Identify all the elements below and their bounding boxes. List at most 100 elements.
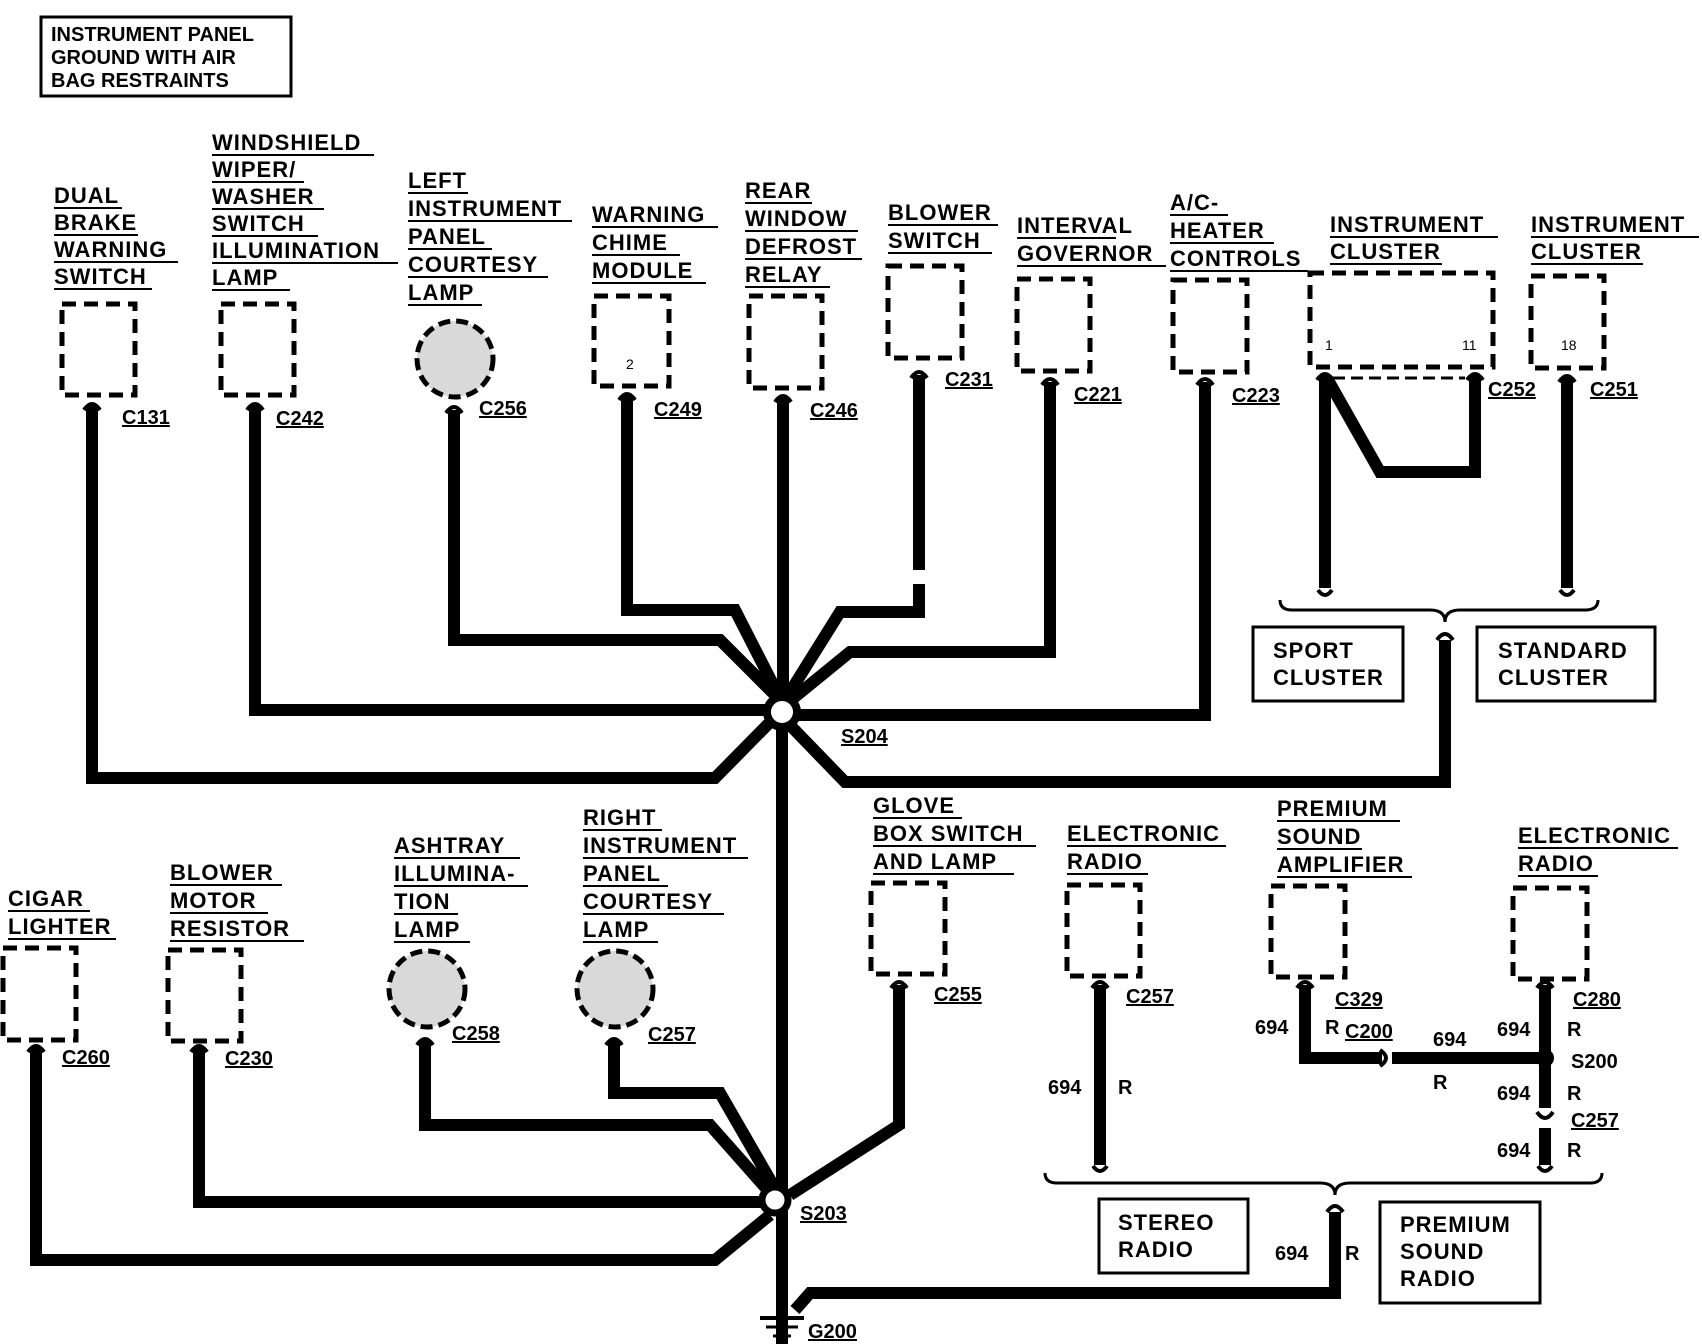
rear-defrost-relay-box bbox=[746, 293, 825, 391]
wire-c231-lower bbox=[779, 584, 925, 704]
wire-c260 bbox=[30, 1048, 774, 1266]
radio2-label-2: RADIO bbox=[1518, 851, 1594, 876]
premium-radio-box bbox=[1378, 1200, 1542, 1305]
premium-radio-label-1: PREMIUM bbox=[1400, 1212, 1511, 1237]
stereo-radio-box bbox=[1097, 1197, 1250, 1275]
sport-cluster-label-2: CLUSTER bbox=[1273, 665, 1384, 690]
cluster-std-label-2: CLUSTER bbox=[1531, 239, 1642, 264]
c257c-fork-icon bbox=[1535, 1110, 1555, 1120]
windshield-label-5: ILLUMINATION bbox=[212, 238, 380, 263]
right-ip-lamp-label-4: COURTESY bbox=[583, 889, 713, 914]
windshield-label-3: WASHER bbox=[212, 184, 315, 209]
glove-label-2: BOX SWITCH bbox=[873, 821, 1024, 846]
connector-c255: C255 bbox=[934, 984, 982, 1006]
resistor-label-1: BLOWER bbox=[170, 860, 274, 885]
cluster-option-fork-icon bbox=[1435, 632, 1455, 642]
c223-fork-icon bbox=[1195, 377, 1215, 387]
dual-brake-label-1: DUAL bbox=[54, 183, 119, 208]
circuit-label-ground: 694 bbox=[1275, 1243, 1309, 1265]
connector-c251: C251 bbox=[1590, 379, 1638, 401]
c252-fork-a-icon bbox=[1315, 372, 1335, 382]
wire-cluster-option bbox=[780, 640, 1451, 788]
wire-c230 bbox=[193, 1048, 775, 1208]
ac-heater-controls-box bbox=[1170, 277, 1250, 375]
wire-c255 bbox=[786, 985, 905, 1201]
wire-c252-pin11 bbox=[1322, 375, 1481, 478]
c329-fork-icon bbox=[1295, 980, 1315, 990]
radio2-label-1: ELECTRONIC bbox=[1518, 823, 1671, 848]
connector-c257-premium: C257 bbox=[1571, 1110, 1619, 1132]
connector-c230: C230 bbox=[225, 1048, 273, 1070]
splice-s203-label: S203 bbox=[800, 1203, 847, 1225]
dual-brake-label-3: WARNING bbox=[54, 237, 167, 262]
wire-c223 bbox=[785, 382, 1211, 721]
cluster-std-label-1: INSTRUMENT bbox=[1531, 212, 1685, 237]
color-label-radio1: R bbox=[1118, 1077, 1133, 1099]
interval-label-1: INTERVAL bbox=[1017, 213, 1133, 238]
cigar-label-2: LIGHTER bbox=[8, 914, 112, 939]
cluster-sport-label-1: INSTRUMENT bbox=[1330, 212, 1484, 237]
instrument-cluster-sport-box bbox=[1307, 270, 1496, 370]
blower-switch-box bbox=[885, 263, 965, 361]
circuit-label-c257c: 694 bbox=[1497, 1140, 1531, 1162]
circuit-label-s200: 694 bbox=[1497, 1083, 1531, 1105]
left-ip-lamp-label-2: INSTRUMENT bbox=[408, 196, 562, 221]
splices: S204 S203 S200 bbox=[758, 693, 1618, 1225]
right-ip-lamp-label-5: LAMP bbox=[583, 917, 649, 942]
connector-forks bbox=[26, 370, 1577, 1214]
ashtray-label-1: ASHTRAY bbox=[394, 833, 505, 858]
premium-tail-icon bbox=[1536, 1164, 1554, 1173]
ashtray-label-2: ILLUMINA- bbox=[394, 861, 515, 886]
c249-fork-icon bbox=[617, 392, 637, 402]
sport-cluster-tail-icon bbox=[1316, 588, 1334, 597]
windshield-label-6: LAMP bbox=[212, 265, 278, 290]
premium-radio-label-2: SOUND bbox=[1400, 1239, 1484, 1264]
circuit-label-amp: 694 bbox=[1255, 1017, 1289, 1039]
color-label-s200: R bbox=[1567, 1083, 1582, 1105]
splice-s203-icon bbox=[758, 1183, 792, 1217]
wire-c256 bbox=[448, 410, 785, 705]
left-courtesy-lamp-icon bbox=[414, 318, 496, 400]
splice-s200-label: S200 bbox=[1571, 1051, 1618, 1073]
cluster-pin-a: 1 bbox=[1325, 337, 1333, 353]
wire-c221 bbox=[781, 382, 1056, 710]
ac-heater-label-3: CONTROLS bbox=[1170, 246, 1301, 271]
left-ip-lamp-label-1: LEFT bbox=[408, 168, 467, 193]
circuit-label-c280: 694 bbox=[1497, 1019, 1531, 1041]
amp-label-2: SOUND bbox=[1277, 824, 1361, 849]
ashtray-lamp-icon bbox=[386, 948, 468, 1030]
stereo-radio-label-1: STEREO bbox=[1118, 1210, 1214, 1235]
amp-label-3: AMPLIFIER bbox=[1277, 852, 1405, 877]
color-label-ground: R bbox=[1345, 1243, 1360, 1265]
dual-brake-label-2: BRAKE bbox=[54, 210, 137, 235]
ashtray-label-3: TION bbox=[394, 889, 451, 914]
connector-c258: C258 bbox=[452, 1023, 500, 1045]
radio1-label-1: ELECTRONIC bbox=[1067, 821, 1220, 846]
connector-c246: C246 bbox=[810, 400, 858, 422]
ac-heater-label-1: A/C- bbox=[1170, 190, 1219, 215]
stereo-radio-label-2: RADIO bbox=[1118, 1237, 1194, 1262]
defrost-label-2: WINDOW bbox=[745, 206, 848, 231]
ac-heater-label-2: HEATER bbox=[1170, 218, 1265, 243]
sport-cluster-box bbox=[1251, 625, 1405, 703]
standard-cluster-label-1: STANDARD bbox=[1498, 638, 1628, 663]
wire-c131 bbox=[86, 405, 785, 784]
title-line-3: BAG RESTRAINTS bbox=[51, 70, 229, 92]
resistor-label-3: RESISTOR bbox=[170, 916, 290, 941]
glove-label-3: AND LAMP bbox=[873, 849, 997, 874]
amp-label-1: PREMIUM bbox=[1277, 796, 1388, 821]
c230-fork-icon bbox=[189, 1044, 209, 1054]
connector-c256: C256 bbox=[479, 398, 527, 420]
cluster-std-pin: 18 bbox=[1561, 337, 1577, 353]
right-ip-lamp-label-3: PANEL bbox=[583, 861, 661, 886]
cigar-label-1: CIGAR bbox=[8, 886, 84, 911]
defrost-label-4: RELAY bbox=[745, 262, 823, 287]
color-label-amp: R bbox=[1325, 1017, 1340, 1039]
instrument-cluster-std-box bbox=[1528, 273, 1607, 371]
diagram-title: INSTRUMENT PANEL GROUND WITH AIR BAG RES… bbox=[39, 15, 293, 98]
dual-brake-switch-box bbox=[59, 301, 138, 398]
interval-governor-box bbox=[1014, 276, 1093, 374]
c200-fork-icon bbox=[1378, 1048, 1388, 1068]
connector-c223: C223 bbox=[1232, 385, 1280, 407]
